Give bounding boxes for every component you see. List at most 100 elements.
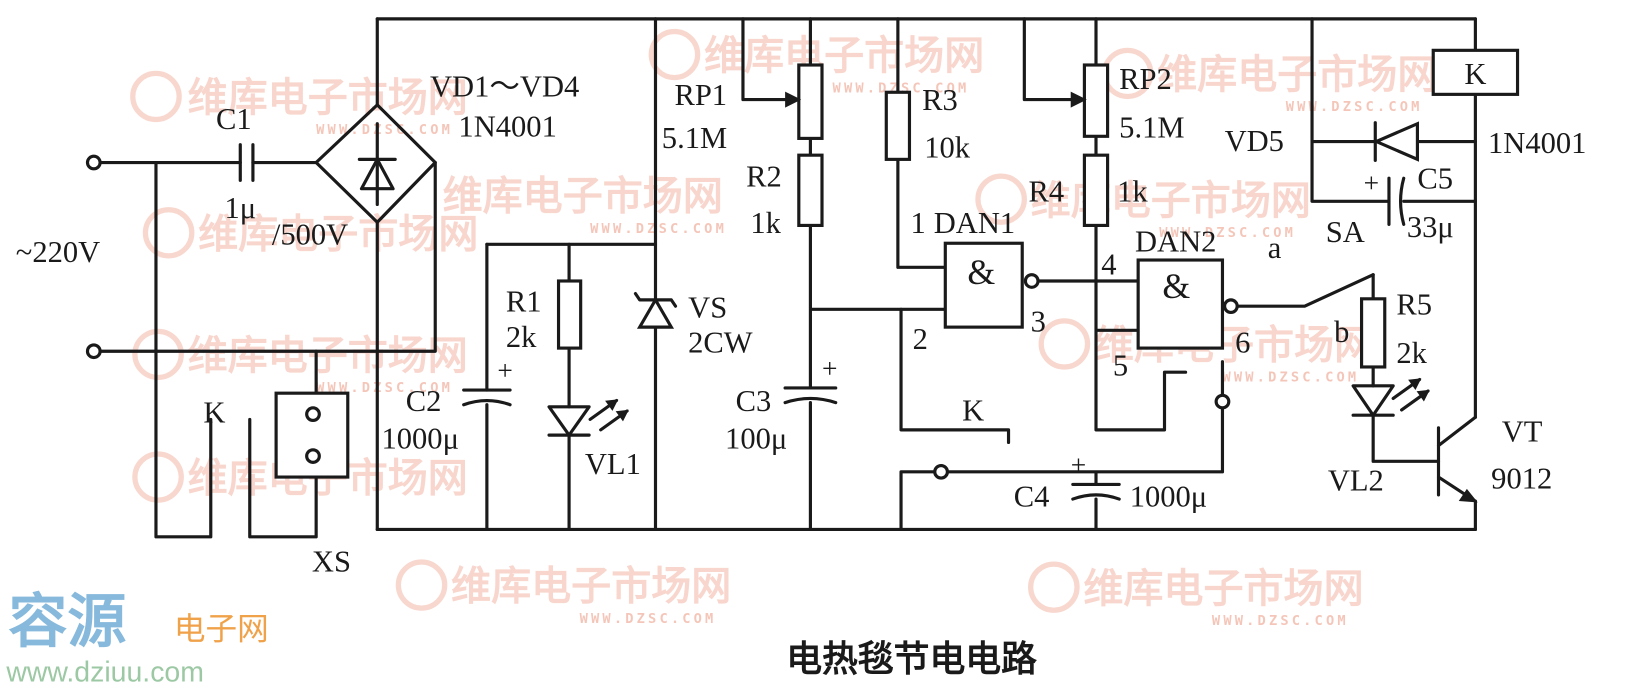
watermark-brand: 维库电子市场网: [188, 333, 468, 379]
diagram-title: 电热毯节电电路: [786, 639, 1037, 680]
wire-c4-branch: [899, 360, 1225, 532]
switch-k-left-label: K: [203, 396, 225, 430]
capacitor-c3: + C3 100μ: [725, 354, 837, 456]
c1-rating: /500V: [272, 217, 348, 251]
dan2-pin6: 6: [1235, 325, 1250, 359]
r4-value: 1k: [1117, 174, 1148, 208]
xs-label: XS: [312, 544, 351, 578]
capacitor-plates: [783, 386, 838, 405]
c4-value: 1000μ: [1130, 479, 1207, 513]
dan1-pin2: 2: [913, 322, 928, 356]
led-vl2: VL2: [1328, 377, 1430, 498]
wire-switch-k-mid: [899, 307, 1011, 445]
wire-timing-branch: [808, 17, 947, 532]
nand-gate-dan2: & DAN2 4 5 6: [1101, 225, 1250, 383]
watermark: 维库电子市场网: [142, 207, 478, 259]
watermark-url: WWW.DZSC.COM: [316, 380, 453, 396]
outlet-socket-icon: [305, 448, 321, 464]
outlet-xs: XS: [274, 391, 351, 578]
bridge-label: VD1～VD4: [430, 70, 579, 104]
c2-label: C2: [406, 384, 442, 418]
watermark-brand: 维库电子市场网: [451, 564, 731, 610]
gate-body: [943, 241, 1024, 329]
vt-label: VT: [1502, 414, 1543, 448]
vl2-label: VL2: [1328, 464, 1384, 498]
dan1-label: DAN1: [934, 206, 1015, 240]
watermark: 维库电子市场网 WWW.DZSC.COM: [975, 173, 1311, 241]
c2-plus: +: [497, 356, 512, 386]
led-icon: [547, 405, 591, 437]
c4-plus: +: [1071, 450, 1086, 480]
watermark: 维库电子市场网 WWW.DZSC.COM: [130, 70, 468, 138]
wiring: [98, 17, 1477, 539]
capacitor-c5: + C5 33μ: [1364, 162, 1454, 244]
bridge-rectifier: VD1～VD4 1N4001: [314, 70, 579, 224]
transistor-vt: VT 9012: [1436, 414, 1552, 503]
c1-value: 1μ: [224, 191, 256, 225]
watermark-logo-icon: [395, 559, 448, 611]
watermark: 维库电子市场网 WWW.DZSC.COM: [648, 28, 984, 96]
capacitor-plates: [1387, 176, 1406, 226]
zener-vs: VS 2CW: [633, 291, 753, 359]
capacitor-c1: C1 1μ /500V: [216, 102, 348, 251]
inverter-bubble-icon: [1023, 273, 1040, 289]
c3-value: 100μ: [725, 422, 787, 456]
potentiometer-rp2: RP2 5.1M: [1070, 62, 1185, 144]
wire-r3-branch: [896, 17, 947, 269]
resistor-body: [556, 279, 583, 350]
watermark-brand: 维库电子市场网: [1083, 566, 1363, 612]
resistor-body: [884, 90, 912, 161]
resistor-r4: R4 1k: [1029, 153, 1148, 227]
resistor-body: [797, 153, 824, 227]
bridge-outline: [314, 103, 437, 224]
dan2-label: DAN2: [1135, 225, 1216, 259]
capacitor-plates: [238, 143, 255, 182]
watermark-logo-icon: [142, 207, 195, 259]
logo-sub-text: 电子网: [174, 612, 269, 648]
capacitor-c4: + C4 1000μ: [1014, 450, 1207, 513]
watermark-brand: 维库电子市场网: [704, 33, 984, 79]
c2-value: 1000μ: [381, 422, 458, 456]
watermark-brand: 维库电子市场网: [1157, 52, 1437, 98]
r4-label: R4: [1029, 174, 1065, 208]
vt-part: 9012: [1491, 462, 1552, 496]
led-vl1: VL1: [547, 398, 641, 481]
zener-icon: [636, 296, 675, 329]
watermark: 维库电子市场网 WWW.DZSC.COM: [1101, 47, 1437, 115]
r1-label: R1: [506, 284, 542, 318]
wiper-arrow-icon: [785, 91, 802, 108]
watermark-url: WWW.DZSC.COM: [316, 122, 453, 138]
capacitor-plates: [462, 388, 512, 407]
light-arrowhead-icon: [1408, 378, 1430, 402]
emitter-arrow-icon: [1458, 488, 1478, 503]
switch-contact-icon: [1214, 393, 1231, 410]
vd5-part: 1N4001: [1488, 126, 1586, 160]
watermark-url: WWW.DZSC.COM: [1286, 99, 1423, 115]
contact-a-label: a: [1268, 231, 1282, 265]
resistor-r3: R3 10k: [884, 83, 971, 164]
watermark-url: WWW.DZSC.COM: [1159, 225, 1296, 241]
resistor-body: [1359, 297, 1387, 369]
resistor-body: [1082, 153, 1110, 227]
watermark-url: WWW.DZSC.COM: [590, 221, 727, 237]
diode-icon: [1372, 121, 1420, 162]
ac-terminal-top: [85, 154, 102, 171]
wiper-arrow-icon: [1070, 91, 1087, 108]
r3-value: 10k: [924, 130, 971, 164]
bridge-diode-icon: [359, 157, 395, 191]
switch-contact-icon: [933, 463, 949, 480]
r5-label: R5: [1396, 288, 1432, 322]
diode-vd5: VD5 1N4001: [1225, 121, 1586, 162]
mains-label: ~220V: [16, 235, 100, 269]
wire-outlet-loop: [248, 349, 318, 539]
c4-label: C4: [1014, 479, 1050, 513]
logo-main-text: 容源: [8, 587, 126, 656]
c5-plus: +: [1364, 168, 1379, 198]
watermark-brand: 维库电子市场网: [443, 174, 723, 220]
r5-value: 2k: [1396, 336, 1427, 370]
wire-r5-branch: [1371, 273, 1441, 463]
resistor-r5: R5 2k: [1359, 288, 1432, 370]
wire-rp1-branch: [741, 17, 792, 102]
capacitor-c2: + C2 1000μ: [381, 356, 512, 456]
